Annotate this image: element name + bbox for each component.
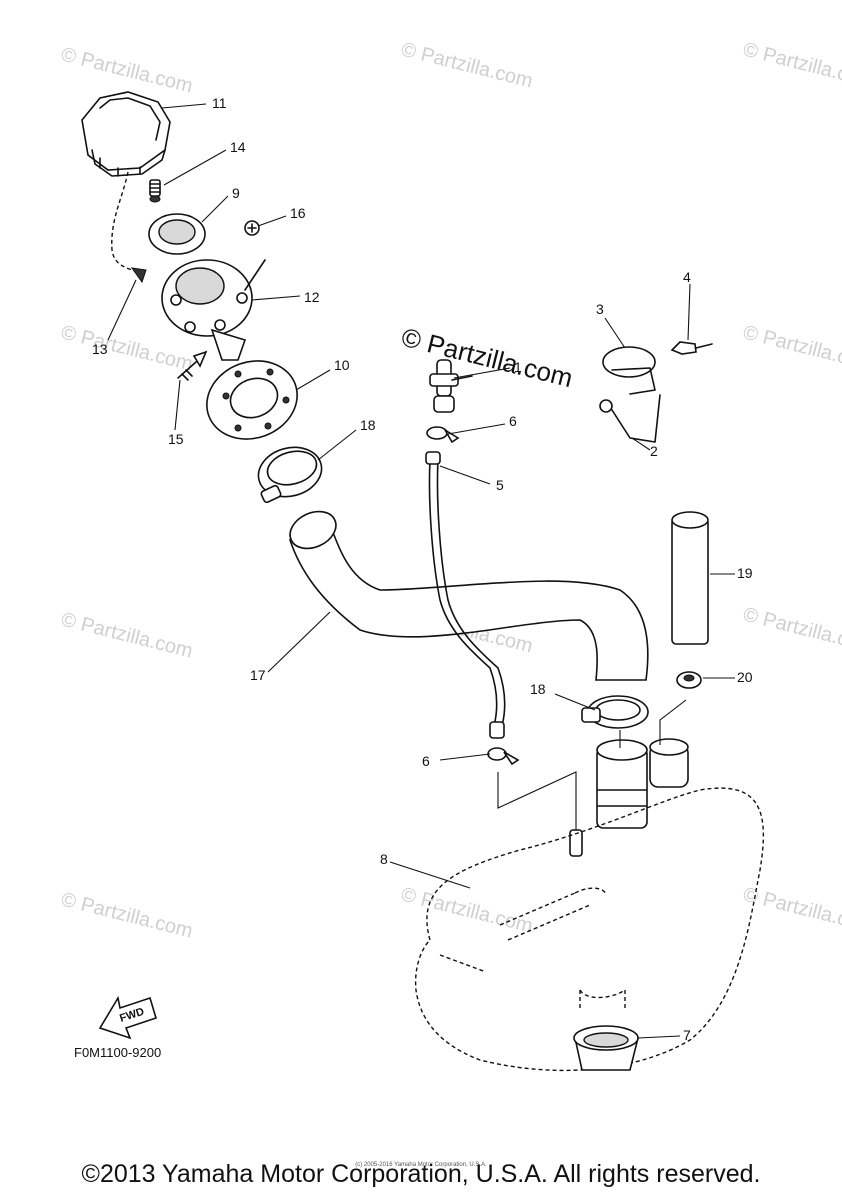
fuel-cap-part (81, 91, 171, 177)
callout-leaders (107, 103, 735, 1039)
callout-10: 10 (334, 357, 350, 373)
callout-13: 13 (92, 341, 108, 357)
tank-vent-fitting (649, 738, 689, 788)
seal-part (148, 213, 206, 255)
callout-1: 1 (514, 359, 522, 375)
callout-16: 16 (290, 205, 306, 221)
hose-clip-part (426, 426, 460, 444)
callout-20: 20 (737, 669, 753, 685)
watermark: © Partzilla.com (741, 39, 842, 93)
drain-plug-part (573, 1025, 640, 1071)
vent-pipe-part (671, 511, 709, 645)
watermark: © Partzilla.com (741, 604, 842, 658)
screw-part (149, 179, 161, 203)
callout-17: 17 (250, 667, 266, 683)
fuel-tank-part (414, 787, 765, 1072)
watermark: © Partzilla.com (741, 322, 842, 376)
callout-18-lower: 18 (530, 681, 546, 697)
figure-code: F0M1100-9200 (74, 1045, 161, 1060)
watermark: © Partzilla.com (399, 39, 535, 93)
filler-neck-part (161, 259, 266, 361)
small-copyright: (c) 2005-2016 Yamaha Motor Corporation, … (355, 1162, 487, 1168)
grommet-part (676, 671, 702, 689)
watermark: © Partzilla.com (59, 322, 195, 376)
callout-14: 14 (230, 139, 246, 155)
filler-hose-part (288, 510, 649, 681)
hose-clamp-part (257, 446, 323, 504)
leader-lines (497, 699, 687, 857)
vent-hose-part (425, 451, 506, 739)
rivet-part (177, 350, 208, 381)
callout-12: 12 (304, 289, 320, 305)
callout-18: 18 (360, 417, 376, 433)
diagram-canvas: © Partzilla.com © Partzilla.com © Partzi… (59, 39, 842, 1072)
callout-numbers: 11 14 9 16 12 13 15 10 18 17 1 6 5 3 4 2… (92, 95, 753, 1043)
callout-8: 8 (380, 851, 388, 867)
fuel-fitting-part (429, 359, 473, 413)
callout-5: 5 (496, 477, 504, 493)
watermark: © Partzilla.com (399, 884, 535, 938)
small-screw-part (244, 220, 260, 236)
tether-chain-part (111, 171, 147, 284)
callout-6-lower: 6 (422, 753, 430, 769)
watermark: © Partzilla.com (59, 889, 195, 943)
callout-19: 19 (737, 565, 753, 581)
watermark: © Partzilla.com (59, 609, 195, 663)
copyright-notice: ©2013 Yamaha Motor Corporation, U.S.A. A… (81, 1160, 761, 1188)
gasket-part (206, 360, 298, 440)
callout-2: 2 (650, 443, 658, 459)
callout-11: 11 (212, 95, 227, 111)
callout-9: 9 (232, 185, 240, 201)
lower-hose-clip-part (487, 747, 520, 766)
tank-filler-spout (596, 739, 648, 829)
breather-assembly-part (599, 341, 713, 443)
lower-clamp-part (581, 695, 649, 729)
watermark-main: © Partzilla.com (399, 322, 576, 393)
callout-6: 6 (509, 413, 517, 429)
callout-15: 15 (168, 431, 184, 447)
watermarks: © Partzilla.com © Partzilla.com © Partzi… (59, 39, 842, 943)
callout-7: 7 (683, 1027, 691, 1043)
fwd-arrow-icon: FWD (98, 995, 157, 1040)
callout-3: 3 (596, 301, 604, 317)
watermark: © Partzilla.com (59, 44, 195, 98)
callout-4: 4 (683, 269, 691, 285)
